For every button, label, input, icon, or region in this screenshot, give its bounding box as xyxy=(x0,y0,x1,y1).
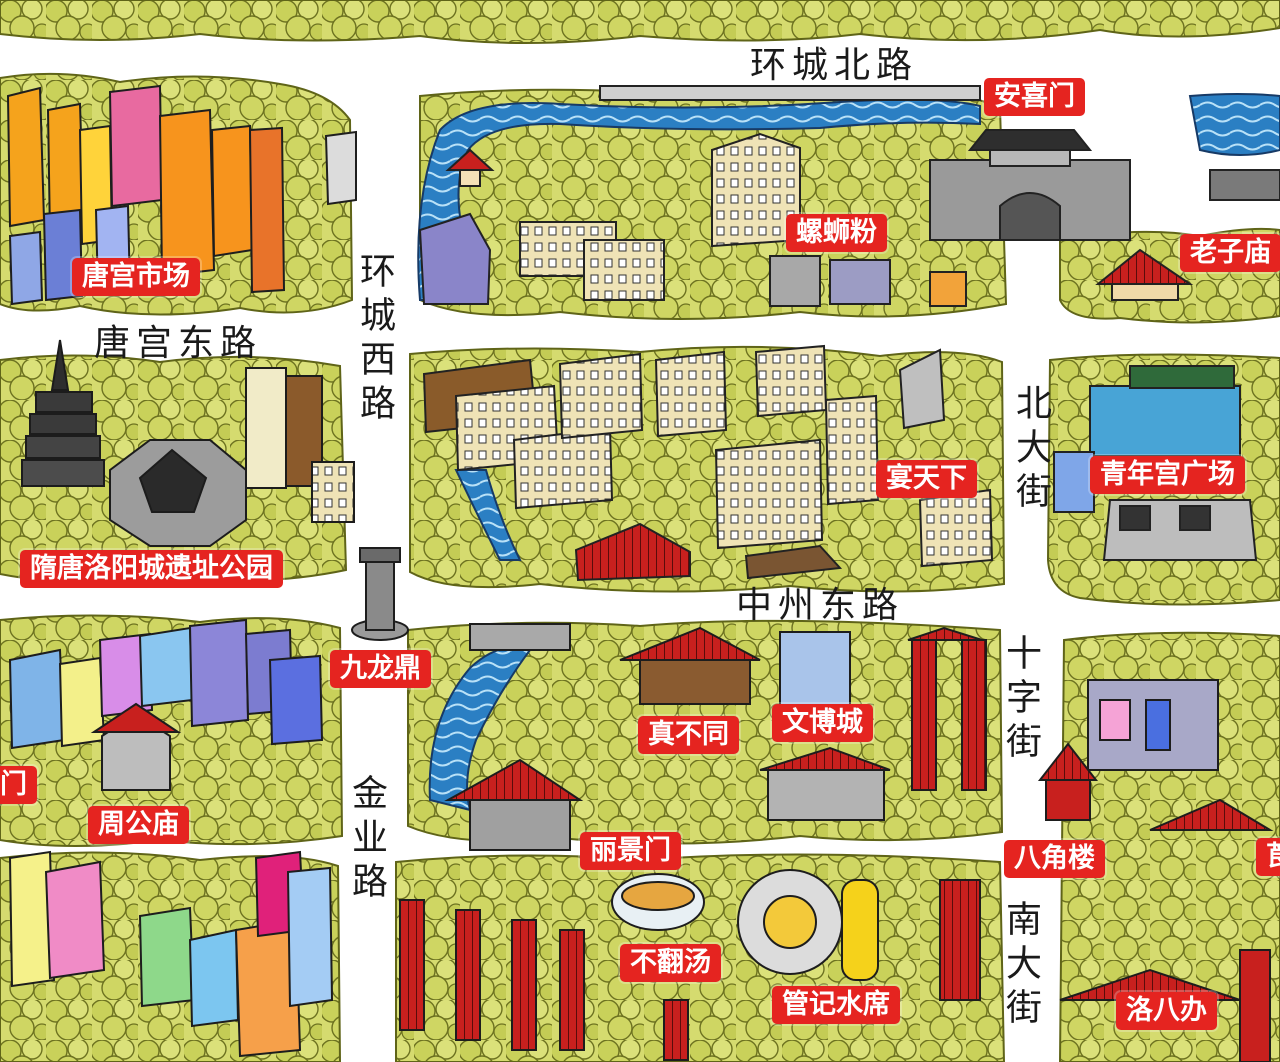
buildings-northeast xyxy=(1095,169,1280,301)
poi-laozimiao[interactable]: 老子庙 xyxy=(1180,234,1280,272)
road-label-shizi-jie: 十字街 xyxy=(1000,634,1041,766)
road-label-bei-da-jie: 北大街 xyxy=(1010,384,1051,516)
road-label-huancheng-bei: 环城北路 xyxy=(750,45,919,86)
buildings-east-lower xyxy=(1037,679,1274,1062)
poi-yantianxia[interactable]: 宴天下 xyxy=(876,460,977,498)
buildings-old-town xyxy=(444,623,987,851)
road-label-zhongzhou-dong: 中州东路 xyxy=(736,585,905,626)
poi-bufantang[interactable]: 不翻汤 xyxy=(620,944,721,982)
poi-wenbocheng[interactable]: 文博城 xyxy=(772,704,873,742)
road-label-tanggong-dong: 唐宫东路 xyxy=(94,323,263,364)
poi-men-partial[interactable]: 门 xyxy=(0,766,37,804)
buildings-north-center xyxy=(418,85,1131,307)
moat-east xyxy=(1188,93,1280,156)
poi-qingniangong[interactable]: 青年宫广场 xyxy=(1090,456,1245,494)
buildings-south-center xyxy=(399,869,981,1061)
poi-luosifen[interactable]: 螺蛳粉 xyxy=(786,214,887,252)
buildings-center-middle xyxy=(422,344,994,582)
poi-right-partial[interactable]: 莨 xyxy=(1256,838,1280,876)
poi-guanji-shuixi[interactable]: 管记水席 xyxy=(772,986,900,1024)
road-label-nan-da-jie: 南大街 xyxy=(1000,900,1041,1032)
poi-tanggong-market[interactable]: 唐宫市场 xyxy=(72,258,200,296)
buildings-east-middle xyxy=(1053,365,1258,561)
poi-jiulongding[interactable]: 九龙鼎 xyxy=(330,650,431,688)
pagoda-tower xyxy=(50,339,70,391)
stream-center xyxy=(454,469,522,561)
poi-zhougongmiao[interactable]: 周公庙 xyxy=(88,806,189,844)
road-label-jinye: 金业路 xyxy=(346,774,387,906)
poi-zhenbutong[interactable]: 真不同 xyxy=(638,716,739,754)
buildings-west-lower xyxy=(8,618,324,791)
poi-anximen[interactable]: 安喜门 xyxy=(984,78,1085,116)
buildings-west-middle xyxy=(21,339,355,547)
poi-bajiaolou[interactable]: 八角楼 xyxy=(1004,840,1105,878)
poi-luobaban[interactable]: 洛八办 xyxy=(1116,992,1217,1030)
buildings-southwest xyxy=(8,850,334,1058)
jiulongding-monument xyxy=(351,547,409,641)
block-top-strip xyxy=(0,0,1280,44)
road-label-huancheng-xi: 环城西路 xyxy=(354,252,395,428)
poi-suitang-park[interactable]: 隋唐洛阳城遗址公园 xyxy=(20,550,283,588)
poi-lijingmen[interactable]: 丽景门 xyxy=(580,832,681,870)
youth-palace xyxy=(1089,385,1241,457)
